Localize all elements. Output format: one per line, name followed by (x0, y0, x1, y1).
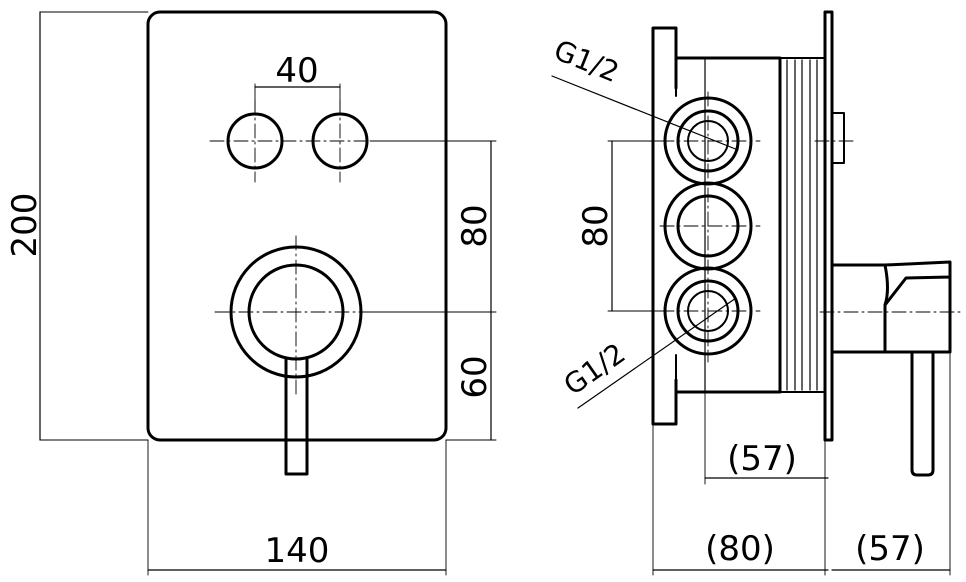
wall-plate (823, 10, 834, 442)
dim-buttons-to-center: 80 (455, 204, 495, 247)
cover-plate (146, 10, 448, 442)
front-dimensions: 200 140 40 80 60 (5, 11, 497, 576)
dim-handle-projection: (57) (855, 529, 925, 569)
dim-button-spacing: 40 (275, 51, 318, 91)
thread-label-bottom: G1/2 (558, 337, 632, 402)
thread-leader-top (551, 75, 739, 151)
dim-box-depth-inner: (57) (727, 439, 797, 479)
side-view: G1/2 G1/2 (549, 10, 963, 477)
box-body (674, 56, 782, 394)
button-stem (831, 112, 845, 164)
lever-handle (284, 356, 309, 476)
thread-leader-bottom (577, 297, 737, 409)
dim-box-depth: (80) (705, 529, 775, 569)
front-view (146, 10, 448, 476)
handle-body (830, 246, 889, 374)
handle-lever-side (910, 350, 935, 477)
handle-head (883, 260, 952, 354)
thread-label-top: G1/2 (549, 33, 623, 89)
side-dimensions: 80 (57) (80) (57) (576, 140, 951, 576)
dim-center-to-bottom: 60 (455, 355, 495, 398)
dim-overall-height: 200 (5, 193, 45, 258)
dim-port-spacing: 80 (576, 204, 616, 247)
dim-overall-width: 140 (265, 531, 330, 571)
